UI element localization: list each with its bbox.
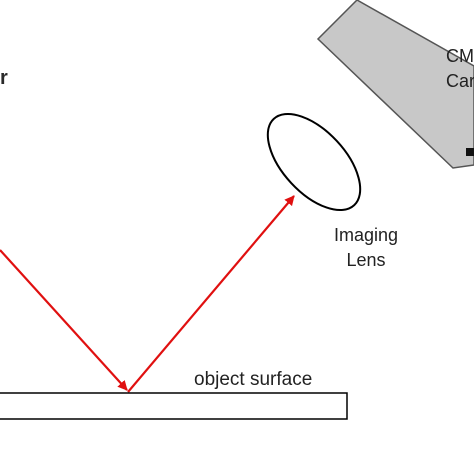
imaging-lens	[266, 112, 362, 212]
lens-label-line1: Imaging	[334, 225, 398, 245]
reflected-beam	[127, 195, 295, 393]
object-surface	[0, 392, 348, 420]
camera-body	[316, 0, 474, 169]
cmos-camera	[316, 0, 474, 169]
camera-label-line2: Car	[446, 71, 474, 91]
camera-connector	[466, 148, 474, 156]
incident-beam	[0, 249, 128, 391]
camera-label-line1: CM	[446, 46, 474, 66]
left-label-fragment: r	[0, 67, 8, 89]
surface-label: object surface	[194, 369, 312, 390]
lens-label-line2: Lens	[346, 250, 385, 270]
